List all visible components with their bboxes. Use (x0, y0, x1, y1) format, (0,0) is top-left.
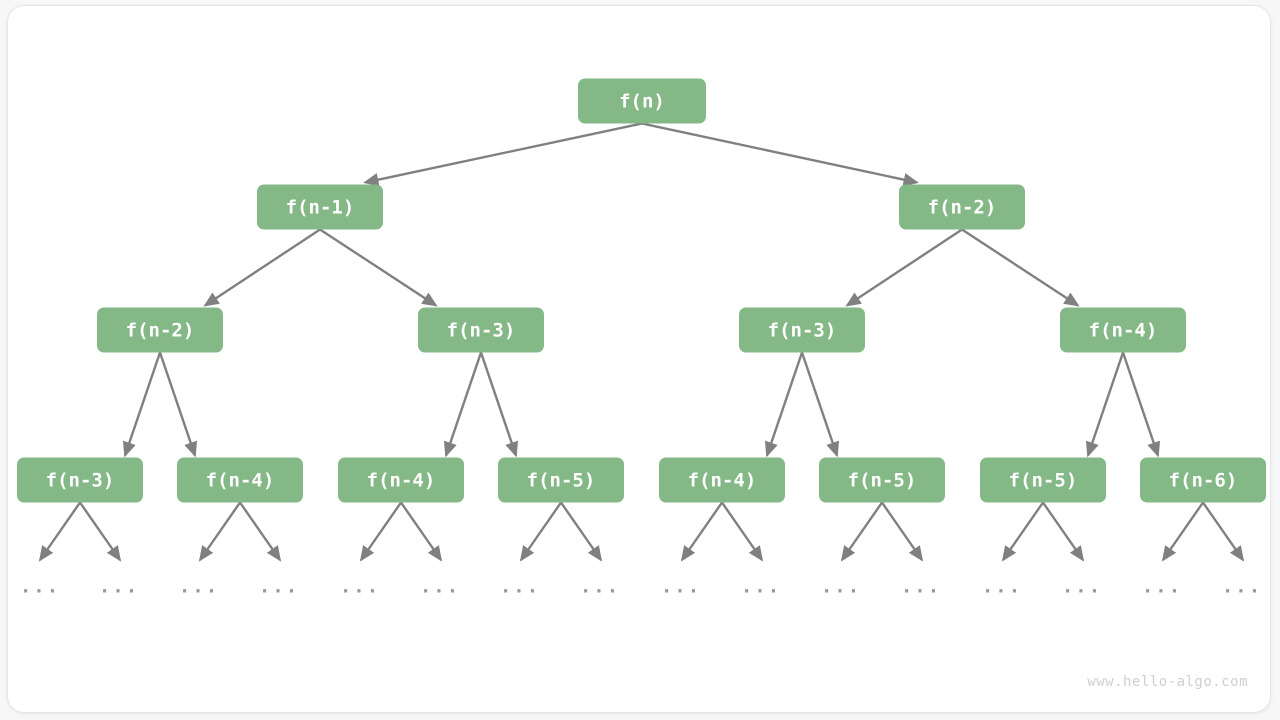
tree-node[interactable]: f(n-1) (257, 184, 383, 230)
diagram-card: f(n) f(n-1) f(n-2) f(n-2) f(n-3) f(n-3) f(n-4)… (8, 6, 1270, 712)
ellipsis-marker: ... (1142, 576, 1182, 598)
leaf-edge (721, 501, 764, 562)
tree-node[interactable]: f(n-4) (338, 457, 464, 503)
tree-node[interactable]: f(n-3) (739, 307, 865, 353)
node-box (659, 457, 785, 503)
leaf-edge (881, 501, 924, 562)
ellipsis-marker: ... (179, 576, 219, 598)
leaf-edge (400, 501, 443, 562)
ellipsis-marker: ... (580, 576, 620, 598)
node-label: f(n-5) (848, 470, 917, 492)
ellipsis-marker: ... (500, 576, 540, 598)
tree-edge (363, 122, 643, 187)
node-box (819, 457, 945, 503)
node-box (17, 457, 143, 503)
tree-node[interactable]: f(n-2) (899, 184, 1025, 230)
tree-edge (1121, 352, 1161, 458)
node-label: f(n-5) (527, 470, 596, 492)
tree-node[interactable]: f(n-3) (418, 307, 544, 353)
tree-node[interactable]: f(n-4) (177, 457, 303, 503)
ellipsis-marker: ... (821, 576, 861, 598)
tree-edge (800, 352, 840, 458)
leaf-edge (38, 501, 81, 562)
tree-node[interactable]: f(n-4) (659, 457, 785, 503)
ellipsis-marker: ... (20, 576, 60, 598)
node-label: f(n-6) (1169, 470, 1238, 492)
tree-node[interactable]: f(n-3) (17, 457, 143, 503)
node-label: f(n-3) (768, 320, 837, 342)
tree-node[interactable]: f(n-5) (819, 457, 945, 503)
tree-edge (961, 228, 1080, 307)
node-label: f(n-3) (46, 470, 115, 492)
node-label: f(n-2) (126, 320, 195, 342)
leaf-edge (1001, 501, 1044, 562)
tree-edge (479, 352, 519, 458)
leaf-edge (1202, 501, 1245, 562)
node-box (1060, 307, 1186, 353)
tree-node[interactable]: f(n-6) (1140, 457, 1266, 503)
tree-edge (158, 352, 198, 458)
leaf-edge (680, 501, 723, 562)
tree-edge (845, 228, 963, 307)
leaf-edge (840, 501, 883, 562)
node-box (739, 307, 865, 353)
nodes-layer: f(n) f(n-1) f(n-2) f(n-2) f(n-3) f(n-3) f(n-4)… (17, 78, 1266, 503)
ellipsis-marker: ... (340, 576, 380, 598)
ellipsis-marker: ... (1062, 576, 1102, 598)
edges-layer (122, 122, 1161, 458)
ellipsis-marker: ... (982, 576, 1022, 598)
tree-node[interactable]: f(n-2) (97, 307, 223, 353)
ellipsis-marker: ... (259, 576, 299, 598)
recursion-tree-svg: f(n) f(n-1) f(n-2) f(n-2) f(n-3) f(n-3) f(n-4)… (17, 78, 1266, 598)
node-label: f(n-4) (688, 470, 757, 492)
watermark: www.hello-algo.com (1087, 674, 1248, 690)
leaf-edge (560, 501, 603, 562)
leaf-edge (519, 501, 562, 562)
node-label: f(n-4) (1089, 320, 1158, 342)
node-label: f(n-5) (1009, 470, 1078, 492)
node-box (418, 307, 544, 353)
tree-node[interactable]: f(n-4) (1060, 307, 1186, 353)
ellipsis-marker: ... (99, 576, 139, 598)
tree-node[interactable]: f(n-5) (498, 457, 624, 503)
tree-edge (1085, 352, 1125, 458)
tree-edge (203, 228, 321, 307)
node-box (97, 307, 223, 353)
node-label: f(n-3) (447, 320, 516, 342)
tree-edge (122, 352, 162, 458)
leaf-edge (79, 501, 122, 562)
leaf-edge (1161, 501, 1204, 562)
ellipsis-marker: ... (901, 576, 941, 598)
node-box (177, 457, 303, 503)
node-label: f(n-1) (286, 197, 355, 219)
node-label: f(n-2) (928, 197, 997, 219)
node-label: f(n) (619, 91, 665, 113)
ellipsis-marker: ... (1222, 576, 1262, 598)
tree-node[interactable]: f(n) (578, 78, 706, 124)
tree-edge (319, 228, 438, 307)
ellipsis-marker: ... (420, 576, 460, 598)
tree-edge (443, 352, 483, 458)
leaf-edge (1042, 501, 1085, 562)
tree-node[interactable]: f(n-5) (980, 457, 1106, 503)
node-label: f(n-4) (206, 470, 275, 492)
node-box (1140, 457, 1266, 503)
ellipses-layer: ........................................… (20, 576, 1262, 598)
leaf-edge (239, 501, 282, 562)
node-box (257, 184, 383, 230)
tree-edge (764, 352, 804, 458)
ellipsis-marker: ... (741, 576, 781, 598)
node-box (578, 78, 706, 124)
tree-edge (641, 122, 919, 187)
leaf-edges-layer (38, 501, 1245, 562)
node-box (899, 184, 1025, 230)
node-label: f(n-4) (367, 470, 436, 492)
leaf-edge (359, 501, 402, 562)
node-box (498, 457, 624, 503)
node-box (980, 457, 1106, 503)
node-box (338, 457, 464, 503)
ellipsis-marker: ... (661, 576, 701, 598)
leaf-edge (198, 501, 241, 562)
